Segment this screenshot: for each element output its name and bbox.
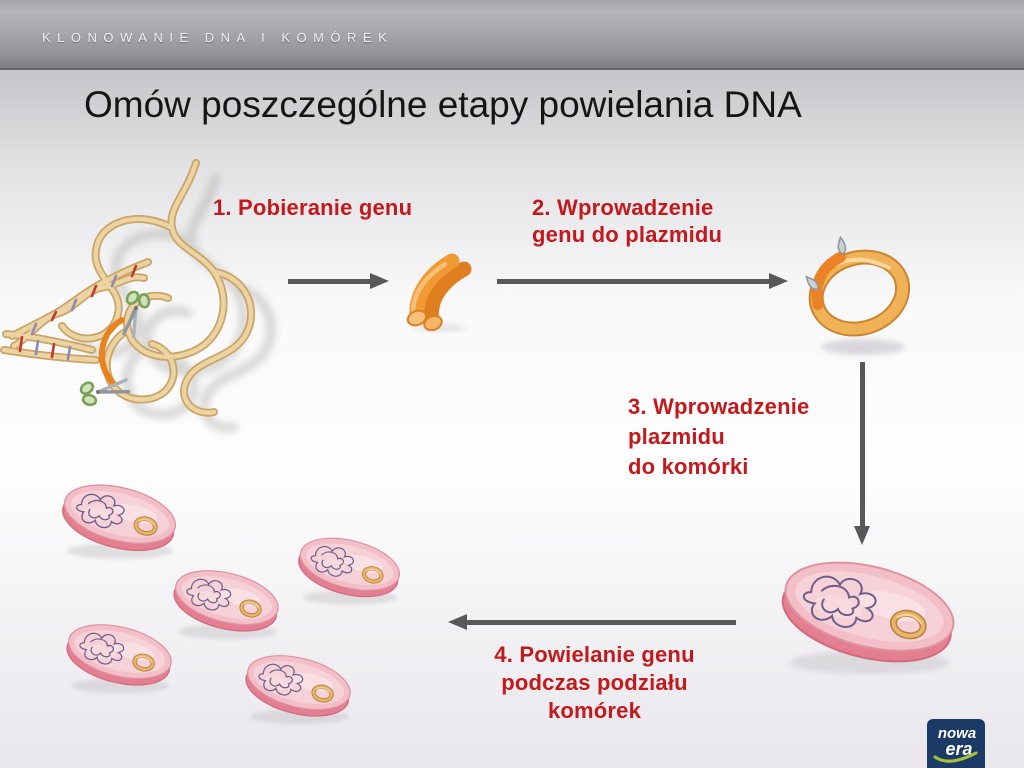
dna-strand-cores [1,160,254,415]
step-2-label: 2. Wprowadzenie genu do plazmidu [532,195,723,247]
arrow-head [448,614,467,630]
logo-word-era: era [945,739,972,759]
arrow-cell-to-cells [448,614,736,631]
header-bar: KLONOWANIE DNA I KOMÓREK [0,0,1024,70]
cell-illustration [58,617,180,697]
cell-illustration [165,563,287,643]
inserted-gene-segment [811,251,846,310]
gene-fragment-illustration [406,253,472,332]
nowa-era-logo-art: nowa era [933,725,978,763]
host-cell-illustration [768,548,968,683]
arrow-head [370,273,389,289]
header-kicker: KLONOWANIE DNA I KOMÓREK [42,30,394,45]
page-title: Omów poszczególne etapy powielania DNA [84,84,802,125]
arrow-head [854,526,870,545]
nowa-era-logo: nowa era [927,719,985,768]
arrow-head [769,273,788,289]
arrow-line [288,279,372,284]
logo-word-nowa: nowa [938,725,976,742]
ligation-pin-icon [837,235,847,256]
dna-rungs [18,264,138,361]
cell-illustration [53,477,185,563]
scissors-icon [122,290,151,339]
arrow-line [860,362,865,528]
gene-segment-on-loop [98,317,125,387]
cell-illustration [237,648,359,728]
arrow-gene-to-plasmid [497,273,788,290]
logo-swoosh-icon [933,751,978,763]
cell-illustration [290,531,408,608]
dna-tangle-illustration [0,159,276,433]
arrow-step1-to-gene [288,273,389,290]
step-3-label: 3. Wprowadzenie plazmidu do komórki [628,394,810,479]
scissors-icon [79,378,131,407]
step-1-label: 1. Pobieranie genu [213,195,413,220]
step-4-label: 4. Powielanie genu podczas podziału komó… [494,642,695,723]
arrow-plasmid-to-cell [854,362,871,546]
ligation-pin-icon [805,275,819,291]
arrow-line [497,279,771,284]
plasmid-illustration [805,235,911,355]
arrow-line [465,620,736,625]
